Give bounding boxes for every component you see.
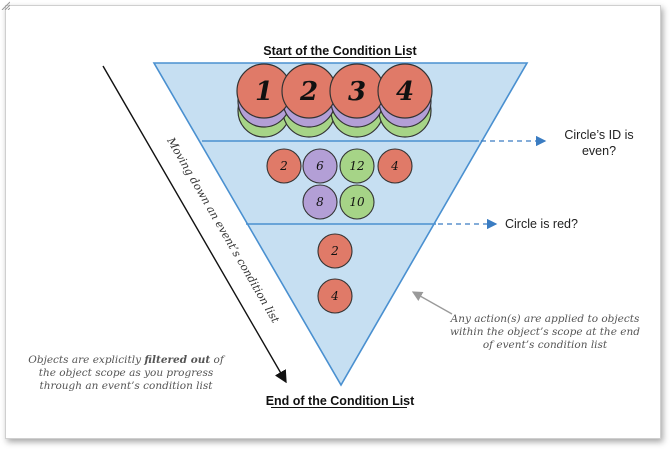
resize-grip-icon[interactable] <box>0 0 10 10</box>
stage1-circle-stack: 1 2 3 4 <box>236 63 433 138</box>
stage3-circle-1 <box>317 233 353 269</box>
stage2-label-3: 12 <box>349 159 364 173</box>
note-right-line1: Any action(s) are applied to objects <box>450 313 640 325</box>
stage2-circle-5 <box>302 184 338 220</box>
stage3-label-2: 4 <box>330 289 339 303</box>
end-title: End of the Condition List <box>266 394 415 408</box>
note-left-line3: through an event’s condition list <box>39 380 213 392</box>
stage1-circle-4 <box>377 63 433 119</box>
progress-arrow <box>102 65 287 384</box>
stage3-circle-2 <box>317 278 353 314</box>
stage3-circles: 2 4 <box>317 233 353 314</box>
condition-1-label-line2: even? <box>582 144 616 158</box>
stage2-label-4: 4 <box>390 159 399 173</box>
condition-1-label-line1: Circle’s ID is <box>564 128 633 142</box>
stage3-label-1: 2 <box>330 244 339 258</box>
note-right-line3: of event’s condition list <box>483 339 608 351</box>
stage1-label-3: 3 <box>348 77 366 107</box>
stage2-label-2: 6 <box>316 159 324 173</box>
stage1-label-4: 4 <box>396 77 414 107</box>
start-title: Start of the Condition List <box>263 44 417 58</box>
stage2-label-1: 2 <box>279 159 288 173</box>
stage2-circle-3 <box>339 148 375 184</box>
stage2-circle-2 <box>302 148 338 184</box>
stage2-label-5: 8 <box>316 195 324 209</box>
stage1-label-1: 1 <box>255 77 273 107</box>
note-left-line2: the object scope as you progress <box>39 367 214 379</box>
stage2-circle-4 <box>377 148 413 184</box>
stage2-circle-6 <box>339 184 375 220</box>
note-right-arrow <box>411 291 453 315</box>
stage2-label-6: 10 <box>349 195 365 209</box>
stage2-circles: 2 6 12 4 8 10 <box>266 148 413 220</box>
note-left-line1: Objects are explicitly filtered out of <box>28 354 226 366</box>
stage2-circle-1 <box>266 148 302 184</box>
condition-2-label: Circle is red? <box>505 217 578 231</box>
stage1-label-2: 2 <box>299 77 318 107</box>
note-right-line2: within the object’s scope at the end <box>450 326 640 338</box>
